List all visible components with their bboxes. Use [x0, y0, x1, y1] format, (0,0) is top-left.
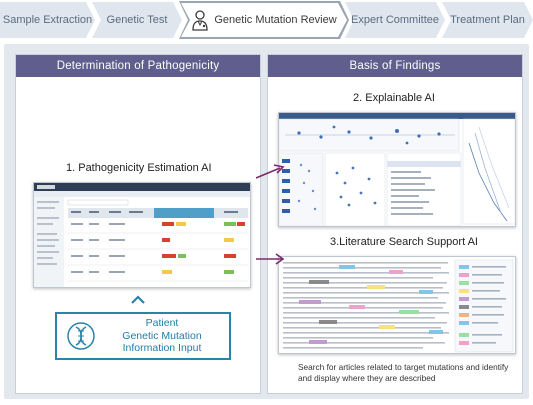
- pathogenicity-panel: Determination of Pathogenicity 1. Pathog…: [15, 54, 261, 394]
- explainable-ai-caption: 2. Explainable AI: [353, 92, 435, 104]
- arrow-to-explainable-icon: [256, 164, 285, 179]
- explainable-dashboard-image: [279, 113, 515, 226]
- step-label: Sample Extraction: [2, 14, 93, 26]
- step-expert-committee: Expert Committee: [345, 2, 445, 38]
- input-label-line: Patient: [145, 317, 179, 330]
- pathogenicity-ai-screenshot: [33, 182, 251, 288]
- step-sample-extraction: Sample Extraction: [0, 2, 95, 38]
- pathogenicity-ai-caption: 1. Pathogenicity Estimation AI: [66, 162, 212, 174]
- literature-description: Search for articles related to target mu…: [298, 362, 509, 383]
- panel-title: Basis of Findings: [268, 55, 522, 77]
- literature-ai-screenshot: [278, 256, 516, 354]
- literature-text-image: [283, 259, 514, 353]
- basis-panel: Basis of Findings 2. Explainable AI: [267, 54, 523, 394]
- step-label: Expert Committee: [350, 14, 440, 26]
- arrow-to-literature-icon: [256, 253, 285, 265]
- input-label-line: Genetic Mutation: [122, 329, 202, 342]
- step-label: Treatment Plan: [450, 14, 525, 26]
- pathogenicity-table-image: [34, 183, 250, 287]
- literature-ai-caption: 3.Literature Search Support AI: [330, 236, 478, 248]
- review-frame: Determination of Pathogenicity 1. Pathog…: [4, 44, 529, 399]
- panel-title: Determination of Pathogenicity: [16, 55, 260, 77]
- patient-mutation-input: Patient Genetic Mutation Information Inp…: [55, 312, 231, 360]
- step-label: Genetic Mutation Review: [214, 14, 337, 26]
- patient-input-label: Patient Genetic Mutation Information Inp…: [95, 317, 229, 355]
- step-label: Genetic Test: [106, 14, 168, 26]
- dna-icon: [67, 322, 95, 350]
- step-genetic-mutation-review: Genetic Mutation Review: [180, 2, 348, 38]
- process-flow: Sample Extraction Genetic Test Genetic M…: [0, 2, 533, 38]
- doctor-icon: [192, 10, 209, 31]
- explainable-ai-screenshot: [278, 112, 516, 227]
- step-genetic-test: Genetic Test: [92, 2, 182, 38]
- step-treatment-plan: Treatment Plan: [442, 2, 533, 38]
- chevron-up-icon: [131, 295, 145, 304]
- input-label-line: Information Input: [122, 342, 202, 355]
